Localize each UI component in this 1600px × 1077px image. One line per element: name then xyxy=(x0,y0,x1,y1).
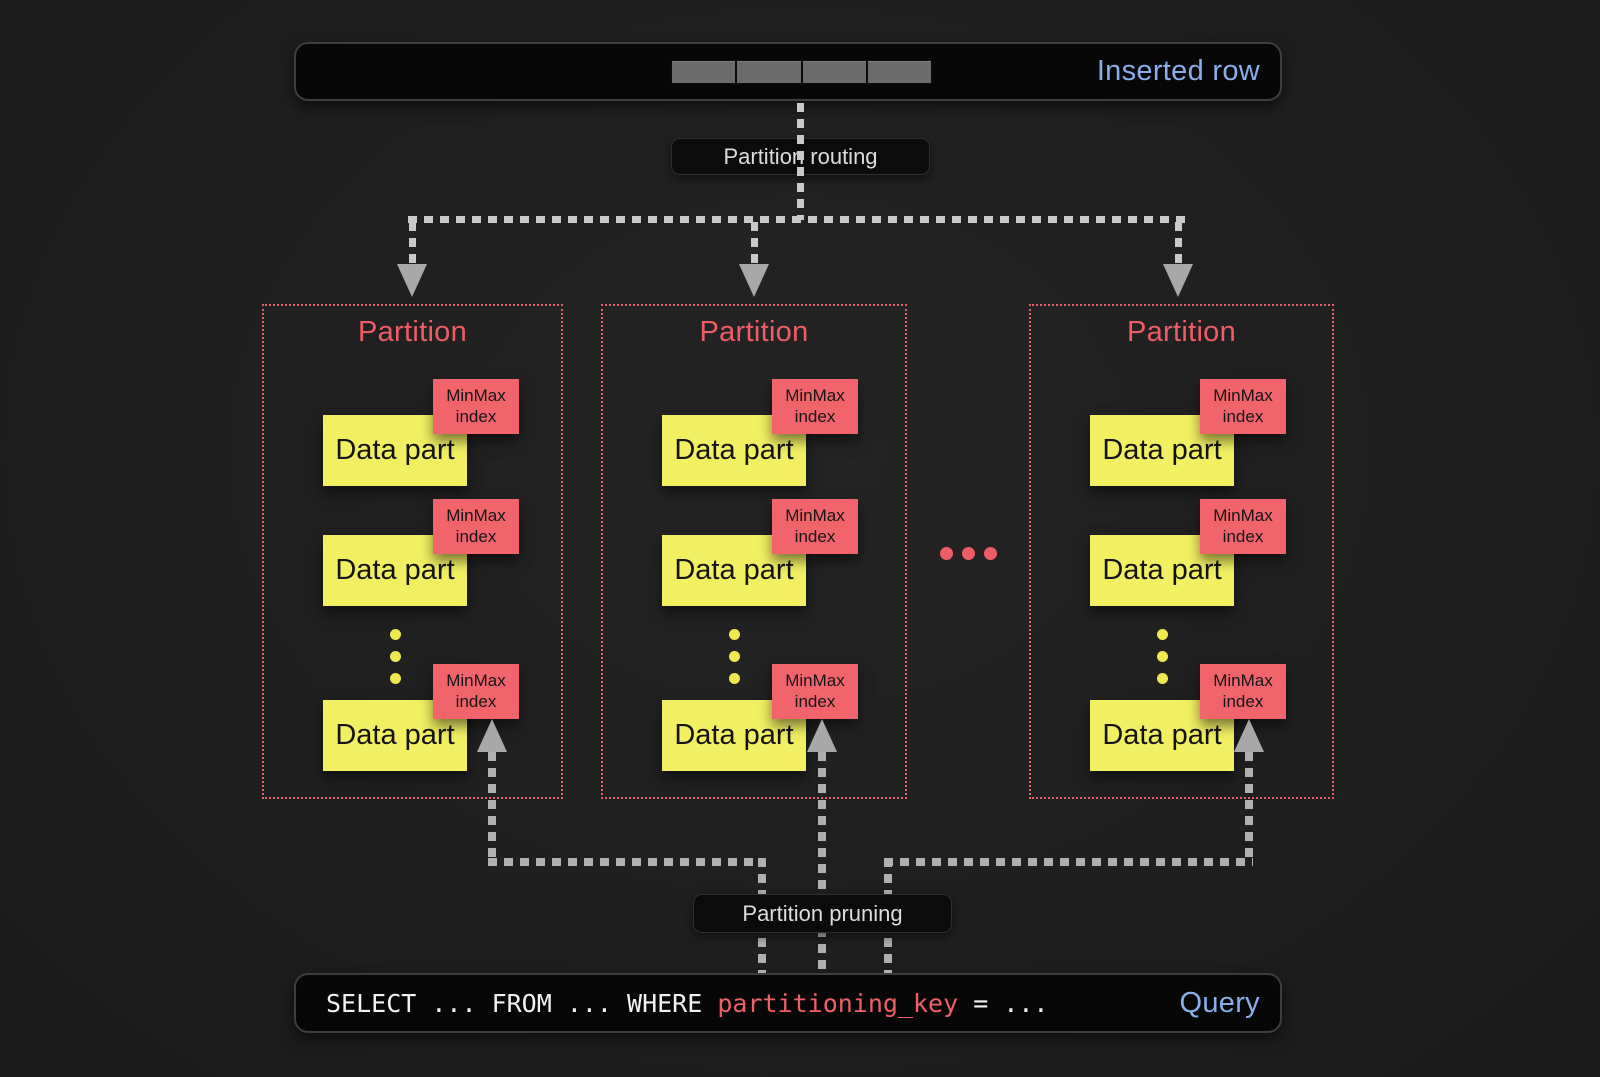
partition-box-1: Partition MinMax index Data part MinMax … xyxy=(262,304,563,799)
ellipsis-dot xyxy=(1157,629,1168,640)
minmax-line1: MinMax xyxy=(785,670,845,690)
partition-ellipsis-dot xyxy=(962,547,975,560)
ellipsis-dot xyxy=(390,651,401,662)
minmax-index-tag: MinMax index xyxy=(433,664,519,719)
minmax-index-tag: MinMax index xyxy=(772,379,858,434)
minmax-line1: MinMax xyxy=(785,505,845,525)
ellipsis-dot xyxy=(1157,673,1168,684)
minmax-line1: MinMax xyxy=(785,385,845,405)
sql-query-text: SELECT ... FROM ... WHERE partitioning_k… xyxy=(326,975,1048,1031)
minmax-line1: MinMax xyxy=(1213,385,1273,405)
partition-title: Partition xyxy=(357,316,468,348)
pruning-line-horizontal-left xyxy=(488,858,766,866)
minmax-line2: index xyxy=(455,526,497,546)
ellipsis-dot xyxy=(1157,651,1168,662)
partition-box-3: Partition MinMax index Data part MinMax … xyxy=(1029,304,1334,799)
partition-title: Partition xyxy=(699,316,809,348)
arrow-down-icon xyxy=(739,264,769,297)
partition-title: Partition xyxy=(1126,316,1237,348)
minmax-line2: index xyxy=(1222,526,1264,546)
minmax-line2: index xyxy=(1222,691,1264,711)
inserted-row-box: Inserted row xyxy=(294,42,1282,101)
row-segment xyxy=(867,61,931,83)
minmax-line1: MinMax xyxy=(1213,505,1273,525)
minmax-index-tag: MinMax index xyxy=(433,499,519,554)
routing-line-vertical xyxy=(797,103,804,220)
ellipsis-dot xyxy=(390,629,401,640)
row-segment xyxy=(737,61,801,83)
partition-ellipsis-dot xyxy=(984,547,997,560)
minmax-index-tag: MinMax index xyxy=(1200,379,1286,434)
minmax-line1: MinMax xyxy=(1213,670,1273,690)
pruning-line-partition2 xyxy=(818,752,826,973)
inserted-row-segments xyxy=(671,60,932,84)
row-segment xyxy=(672,61,736,83)
pruning-line-partition1 xyxy=(488,752,496,864)
inserted-row-label: Inserted row xyxy=(1096,55,1260,87)
data-part-box: Data part xyxy=(1090,700,1234,771)
data-part-box: Data part xyxy=(662,415,806,486)
partition-ellipsis-dot xyxy=(940,547,953,560)
pruning-line-partition3 xyxy=(1245,752,1253,864)
minmax-index-tag: MinMax index xyxy=(1200,664,1286,719)
minmax-index-tag: MinMax index xyxy=(772,499,858,554)
minmax-line2: index xyxy=(455,691,497,711)
minmax-index-tag: MinMax index xyxy=(772,664,858,719)
minmax-line1: MinMax xyxy=(446,505,506,525)
routing-drop-line-3 xyxy=(1175,222,1182,264)
minmax-line2: index xyxy=(455,406,497,426)
sql-before: SELECT ... FROM ... WHERE xyxy=(326,988,718,1018)
pruning-line-horizontal-right xyxy=(884,858,1253,866)
query-label: Query xyxy=(1179,986,1260,1019)
arrow-up-icon xyxy=(1234,719,1264,752)
arrow-up-icon xyxy=(807,719,837,752)
minmax-line2: index xyxy=(794,406,836,426)
arrow-down-icon xyxy=(1163,264,1193,297)
ellipsis-dot xyxy=(729,629,740,640)
minmax-index-tag: MinMax index xyxy=(1200,499,1286,554)
sql-after: = ... xyxy=(958,988,1049,1018)
ellipsis-dot xyxy=(729,673,740,684)
minmax-line1: MinMax xyxy=(446,670,506,690)
partition-pruning-label: Partition pruning xyxy=(693,894,952,933)
routing-drop-line-2 xyxy=(751,222,758,264)
arrow-down-icon xyxy=(397,264,427,297)
routing-drop-line-1 xyxy=(409,222,416,264)
row-segment xyxy=(802,61,866,83)
sql-partitioning-key: partitioning_key xyxy=(717,988,959,1018)
ellipsis-dot xyxy=(729,651,740,662)
query-box: SELECT ... FROM ... WHERE partitioning_k… xyxy=(294,973,1282,1033)
arrow-up-icon xyxy=(477,719,507,752)
minmax-line2: index xyxy=(1222,406,1264,426)
routing-line-horizontal xyxy=(408,216,1185,223)
minmax-line2: index xyxy=(794,691,836,711)
minmax-line1: MinMax xyxy=(446,385,506,405)
partition-box-2: Partition MinMax index Data part MinMax … xyxy=(601,304,907,799)
ellipsis-dot xyxy=(390,673,401,684)
minmax-index-tag: MinMax index xyxy=(433,379,519,434)
minmax-line2: index xyxy=(794,526,836,546)
